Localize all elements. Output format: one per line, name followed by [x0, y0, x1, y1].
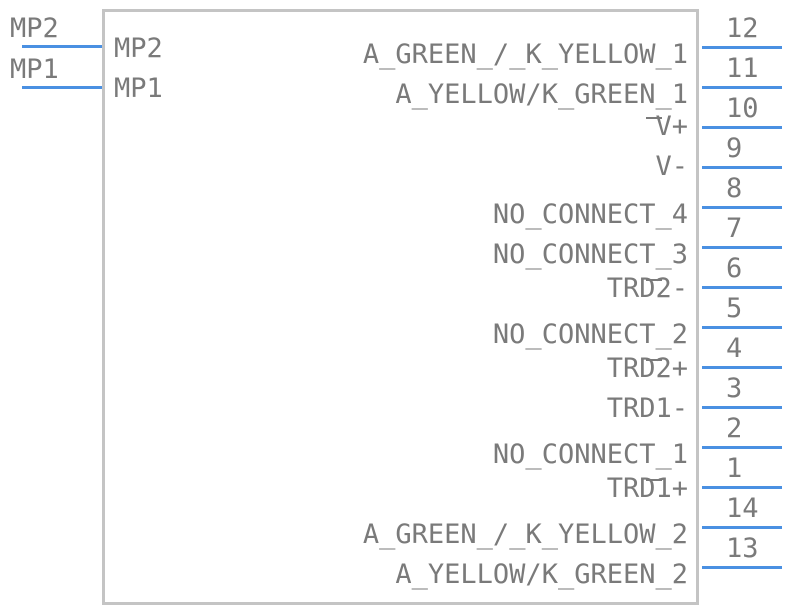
pin-line-9 [702, 166, 782, 169]
pin-number-mp2: MP2 [10, 13, 59, 44]
pin-number-14: 14 [726, 493, 759, 524]
pin-label-4: TRD2+ [606, 353, 688, 384]
pin-line-1 [702, 486, 782, 489]
pin-number-13: 13 [726, 533, 759, 564]
pin-number-11: 11 [726, 53, 759, 84]
overline-mark-trd2plus [646, 359, 662, 361]
pin-line-8 [702, 206, 782, 209]
pin-number-5: 5 [726, 293, 743, 324]
pin-label-1: TRD1+ [606, 473, 688, 504]
pin-line-14 [702, 526, 782, 529]
pin-line-6 [702, 286, 782, 289]
pin-line-4 [702, 366, 782, 369]
pin-line-12 [702, 46, 782, 49]
pin-line-10 [702, 126, 782, 129]
pin-label-13: A_YELLOW/K_GREEN_2 [395, 559, 688, 590]
pin-line-7 [702, 246, 782, 249]
pin-label-10: V+ [655, 111, 688, 142]
pin-label-3: TRD1- [606, 393, 688, 424]
pin-label-14: A_GREEN_/_K_YELLOW_2 [362, 519, 688, 550]
pin-number-mp1: MP1 [10, 54, 59, 85]
pin-number-6: 6 [726, 253, 743, 284]
pin-label-12: A_GREEN_/_K_YELLOW_1 [362, 39, 688, 70]
pin-number-12: 12 [726, 13, 759, 44]
pin-number-1: 1 [726, 453, 743, 484]
pin-label-mp1: MP1 [114, 73, 163, 104]
pin-label-9: V- [655, 151, 688, 182]
pin-number-7: 7 [726, 213, 743, 244]
overline-mark-trd1plus [646, 479, 662, 481]
pin-line-3 [702, 406, 782, 409]
pin-line-mp2 [22, 45, 102, 48]
pin-label-7: NO_CONNECT_3 [492, 239, 688, 270]
pin-number-3: 3 [726, 373, 743, 404]
pin-label-8: NO_CONNECT_4 [492, 199, 688, 230]
pin-line-11 [702, 86, 782, 89]
pin-line-5 [702, 326, 782, 329]
pin-number-8: 8 [726, 173, 743, 204]
pin-number-9: 9 [726, 133, 743, 164]
pin-number-10: 10 [726, 93, 759, 124]
overline-mark-vplus [646, 117, 662, 119]
pin-line-mp1 [22, 86, 102, 89]
pin-number-4: 4 [726, 333, 743, 364]
pin-label-mp2: MP2 [114, 33, 163, 64]
component-body [102, 9, 699, 605]
pin-label-11: A_YELLOW/K_GREEN_1 [395, 79, 688, 110]
pin-number-2: 2 [726, 413, 743, 444]
pin-line-13 [702, 566, 782, 569]
pin-label-5: NO_CONNECT_2 [492, 319, 688, 350]
pin-label-2: NO_CONNECT_1 [492, 439, 688, 470]
overline-mark-trd2minus [646, 279, 662, 281]
pin-line-2 [702, 446, 782, 449]
pin-label-6: TRD2- [606, 273, 688, 304]
